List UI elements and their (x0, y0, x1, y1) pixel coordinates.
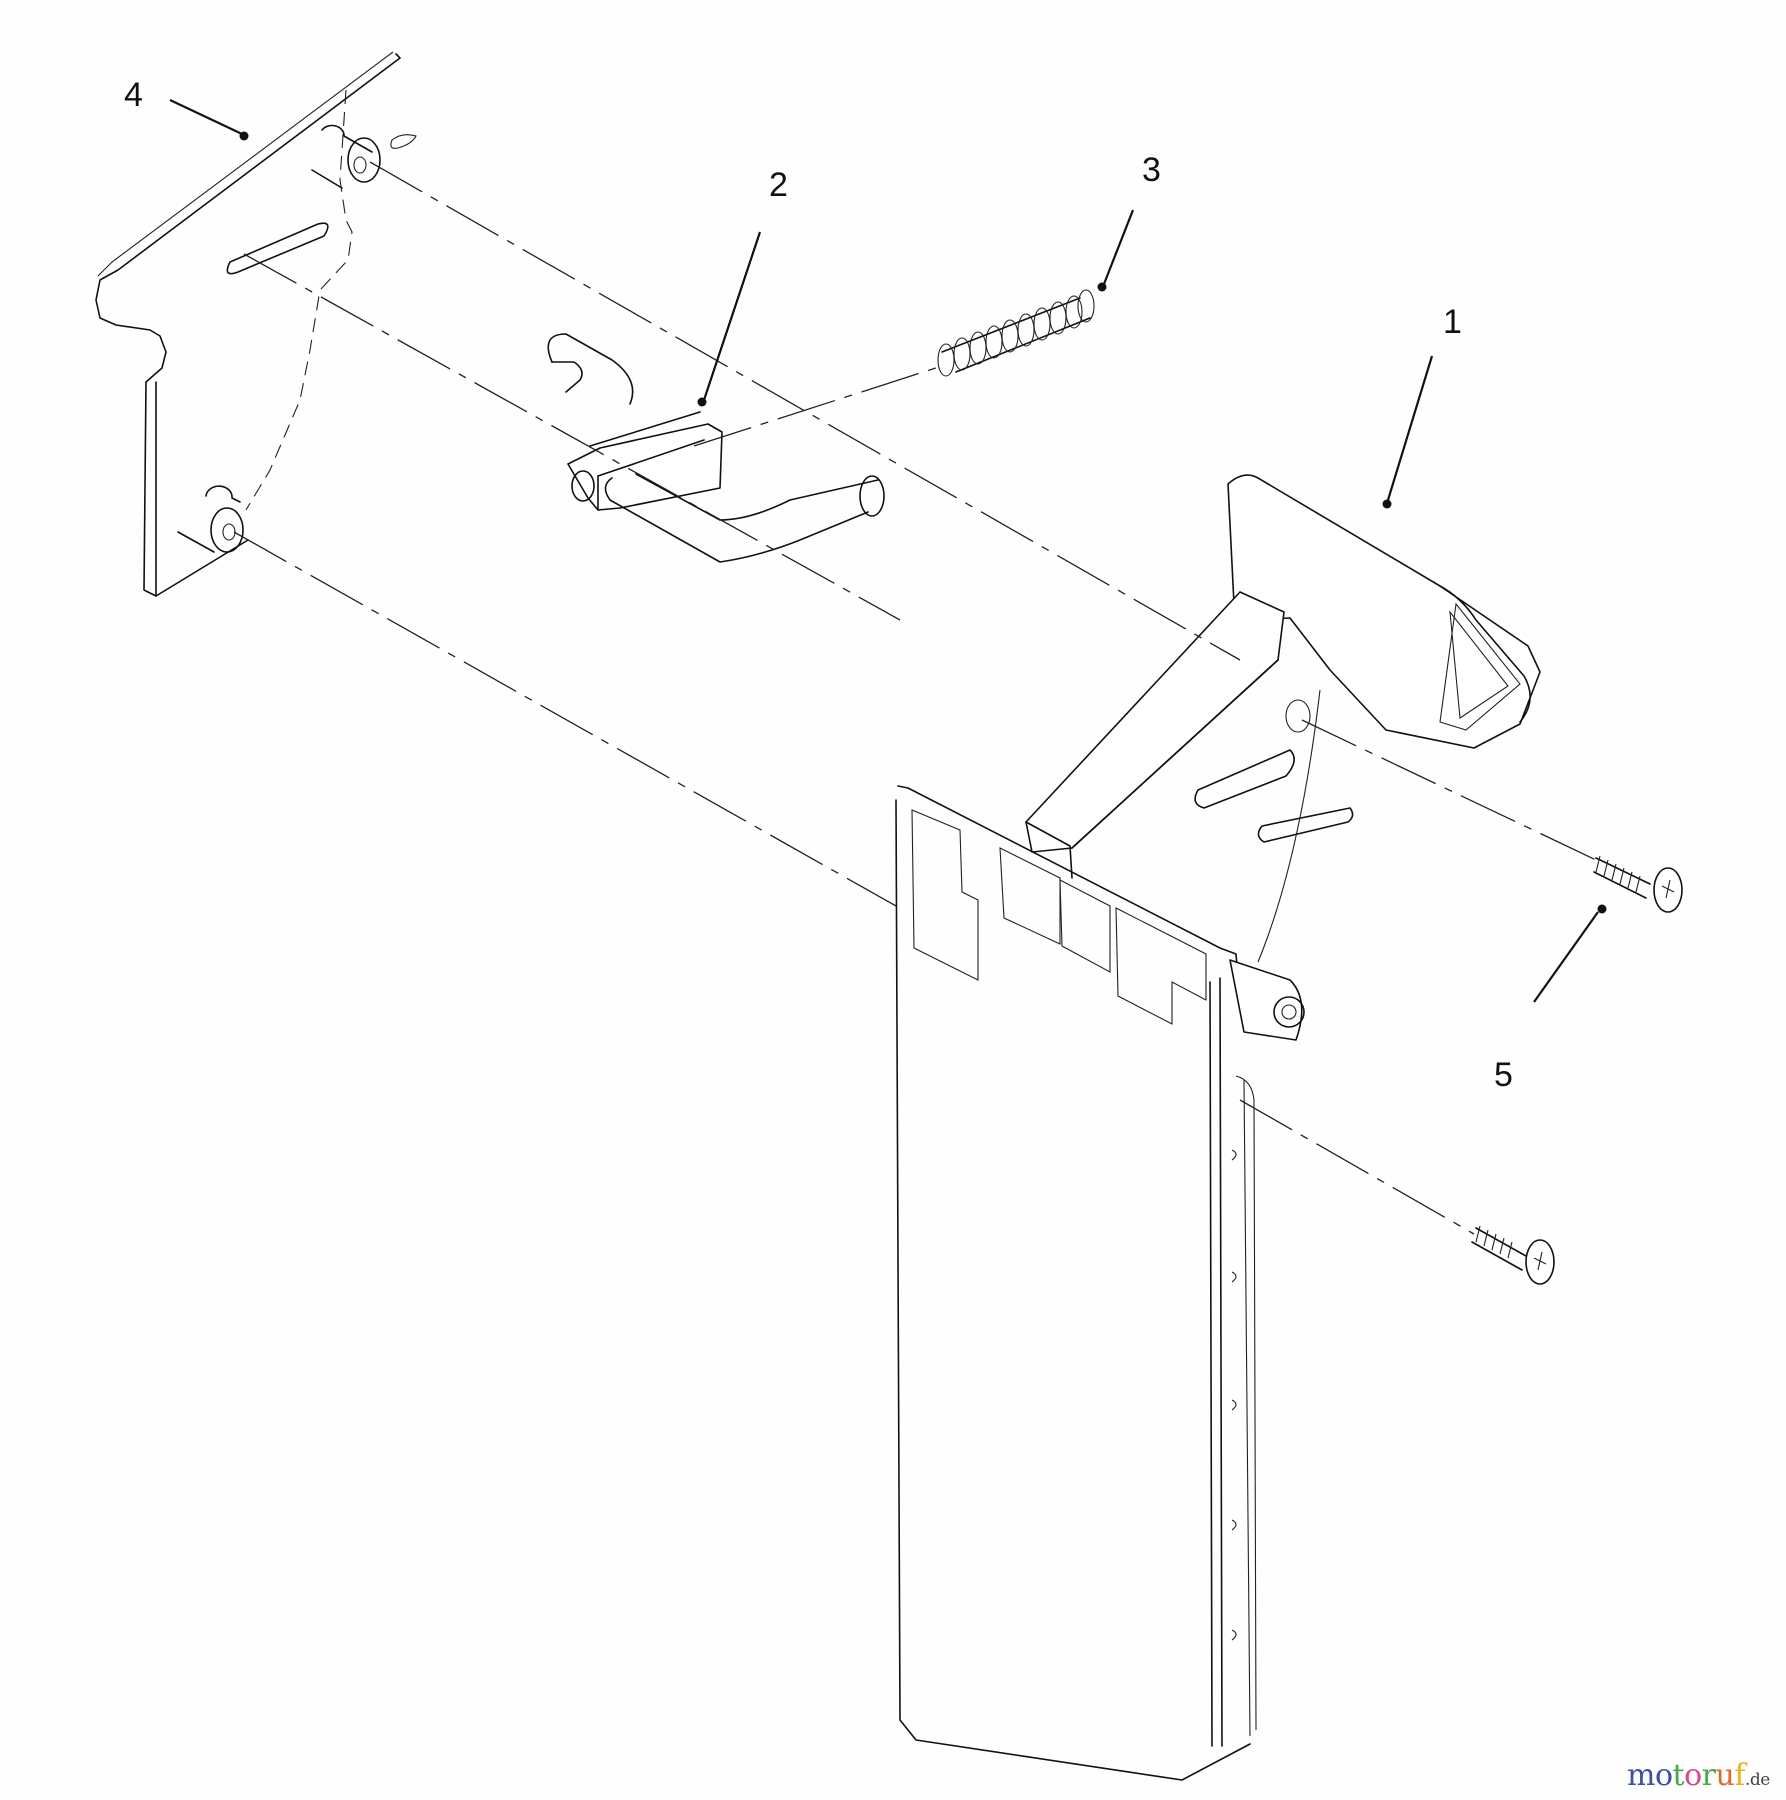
callout-1: 1 (1443, 303, 1462, 341)
watermark-letter: u (1715, 1758, 1735, 1793)
screw-upper-part (1593, 855, 1683, 913)
screw-lower-part (1471, 1225, 1555, 1285)
callout-5: 5 (1494, 1056, 1513, 1094)
watermark-letter: o (1684, 1758, 1702, 1793)
watermark-tld: .de (1744, 1770, 1770, 1790)
spring-part (937, 289, 1095, 377)
handle-lever-part (1025, 474, 1541, 963)
assembly-lines (233, 161, 1597, 1235)
callout-3: 3 (1142, 151, 1161, 189)
latch-rod-part (547, 333, 885, 563)
chute-panel-part (895, 785, 1305, 1781)
watermark-logo: motoruf.de (1627, 1758, 1770, 1793)
watermark-letter: t (1672, 1758, 1685, 1793)
watermark-letter: r (1701, 1758, 1716, 1793)
callout-4: 4 (124, 76, 143, 114)
watermark-letter: f (1734, 1758, 1745, 1793)
watermark-letter: o (1654, 1758, 1673, 1793)
mounting-plate-part (95, 51, 417, 597)
watermark-letter: m (1627, 1758, 1655, 1793)
leader-lines (169, 99, 1607, 1003)
callout-2: 2 (769, 166, 788, 204)
